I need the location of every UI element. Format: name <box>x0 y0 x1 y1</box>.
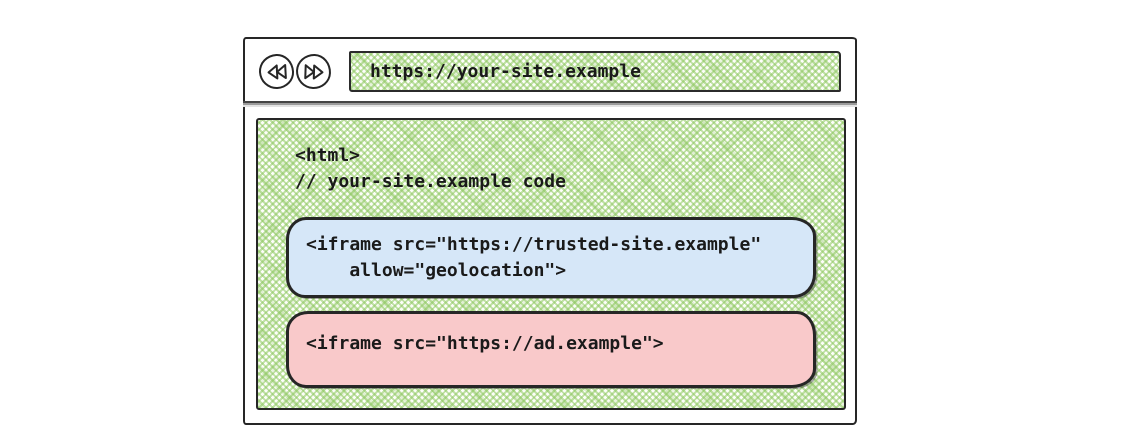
browser-window: https://your-site.example <html> // your… <box>243 37 857 425</box>
code-line-html-tag: <html> <box>295 145 361 166</box>
page-content-panel: <html> // your-site.example code <iframe… <box>256 118 846 410</box>
trusted-iframe-allow-line: allow="geolocation"> <box>306 260 567 281</box>
ad-iframe-code-line: <iframe src="https://ad.example"> <box>306 333 664 354</box>
browser-toolbar: https://your-site.example <box>245 39 855 101</box>
code-line-site-comment: // your-site.example code <box>295 171 566 192</box>
forward-button[interactable] <box>295 53 332 90</box>
toolbar-divider <box>243 101 857 107</box>
address-bar-url: https://your-site.example <box>370 60 641 82</box>
trusted-iframe-box: <iframe src="https://trusted-site.exampl… <box>286 217 816 298</box>
double-arrow-forward-icon <box>303 63 323 79</box>
address-bar[interactable]: https://your-site.example <box>349 51 841 92</box>
trusted-iframe-code-line: <iframe src="https://trusted-site.exampl… <box>306 234 762 255</box>
ad-iframe-box: <iframe src="https://ad.example"> <box>286 311 816 388</box>
page-source-code: <html> // your-site.example code <box>295 143 566 195</box>
back-button[interactable] <box>258 53 295 90</box>
double-arrow-back-icon <box>267 63 287 79</box>
